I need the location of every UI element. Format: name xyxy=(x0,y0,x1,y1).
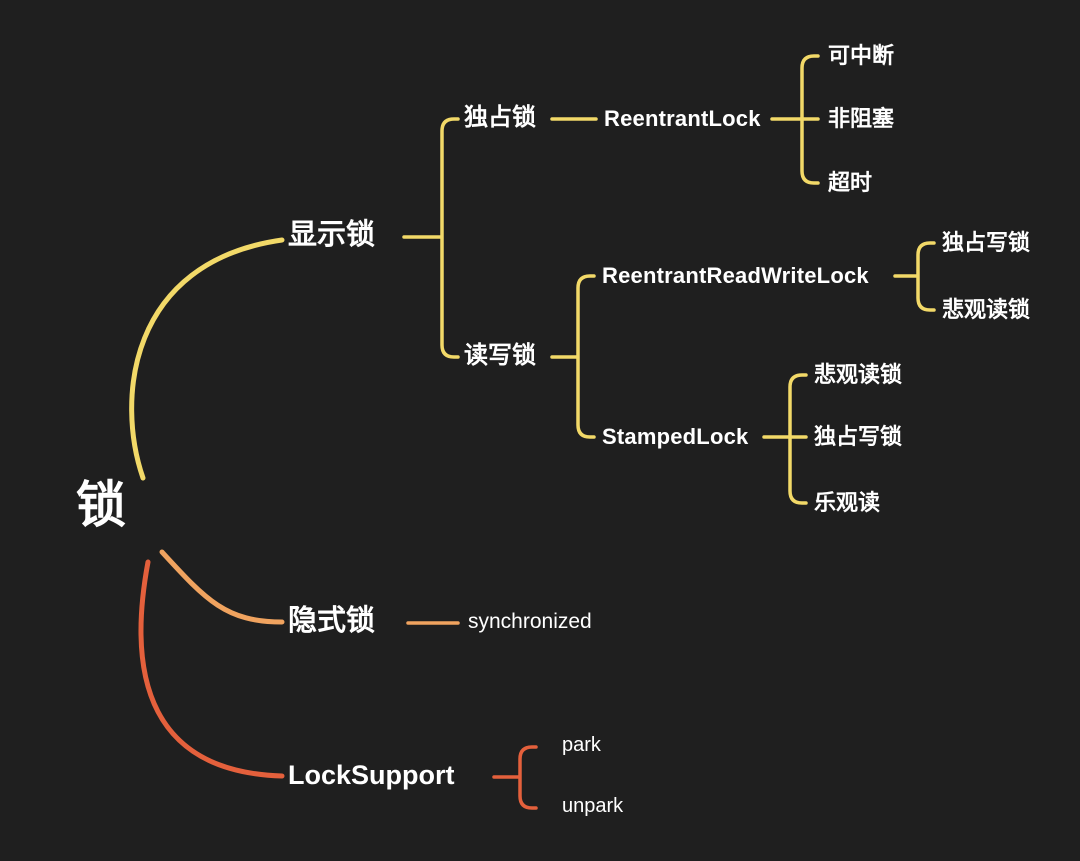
node-non-blocking: 非阻塞 xyxy=(828,106,895,131)
bracket-read-write-lock-children xyxy=(550,274,596,439)
node-stamped-pessimistic-read-lock: 悲观读锁 xyxy=(814,362,903,387)
node-stamped-exclusive-write-lock: 独占写锁 xyxy=(814,424,903,449)
node-lock-support: LockSupport xyxy=(288,760,455,790)
node-interruptible: 可中断 xyxy=(828,43,895,68)
bracket-stampedlock-children xyxy=(762,373,808,505)
node-synchronized: synchronized xyxy=(468,610,592,633)
node-stamped-optimistic-read: 乐观读 xyxy=(814,490,881,515)
node-explicit-lock: 显示锁 xyxy=(288,219,376,251)
edge-root-implicit-lock xyxy=(159,549,285,625)
edge-root-explicit-lock xyxy=(129,237,285,481)
node-rrwl-exclusive-write-lock: 独占写锁 xyxy=(942,230,1031,255)
node-timeout: 超时 xyxy=(828,170,873,195)
edge-root-lock-support xyxy=(138,559,285,779)
bracket-rrwl-children xyxy=(893,241,936,312)
node-stamped-lock: StampedLock xyxy=(602,424,749,449)
node-rrwl-pessimistic-read-lock: 悲观读锁 xyxy=(942,297,1031,322)
node-root: 锁 xyxy=(76,477,126,533)
node-exclusive-lock: 独占锁 xyxy=(464,104,536,131)
node-park: park xyxy=(562,734,601,756)
node-reentrant-lock: ReentrantLock xyxy=(604,106,761,131)
bracket-reentrantlock-children xyxy=(770,54,820,185)
node-unpark: unpark xyxy=(562,795,624,817)
node-implicit-lock: 隐式锁 xyxy=(288,605,376,637)
bracket-lock-support-children xyxy=(492,745,538,810)
node-reentrant-read-write-lock: ReentrantReadWriteLock xyxy=(602,263,869,288)
node-read-write-lock: 读写锁 xyxy=(464,342,536,369)
bracket-explicit-lock-children xyxy=(402,117,460,359)
